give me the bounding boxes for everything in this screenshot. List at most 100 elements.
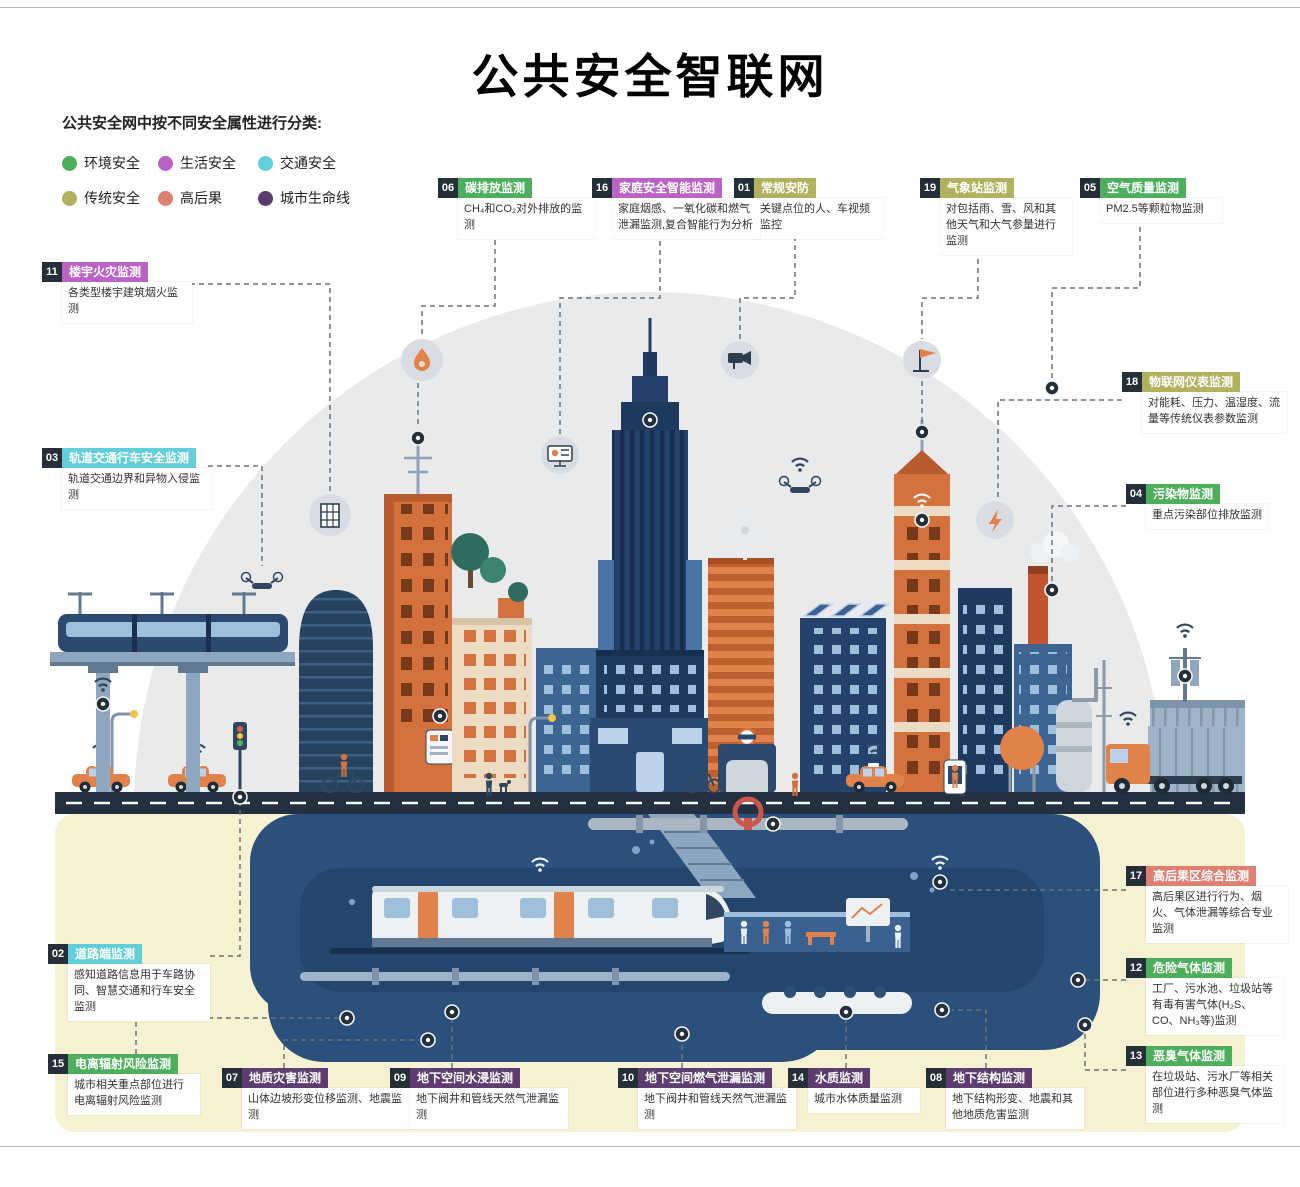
callout-title: 危险气体监测 [1146, 958, 1233, 978]
callout-number: 14 [788, 1068, 808, 1088]
escalator [648, 814, 756, 898]
callout-body: 地下阀井和管线天然气泄漏监测 [410, 1088, 568, 1129]
bicycle [684, 774, 722, 794]
buried-pipe [300, 968, 730, 985]
callout-body: 高后果区进行行为、烟火、气体泄漏等综合专业监测 [1146, 886, 1288, 943]
weather-vane-icon [903, 341, 941, 379]
trees [451, 533, 506, 588]
callout-title: 高后果区综合监测 [1146, 866, 1257, 886]
power-gauge-icon [976, 501, 1014, 539]
callout-number: 03 [42, 448, 62, 468]
callout-body: 重点污染部位排放监测 [1146, 504, 1268, 529]
legend-label: 生活安全 [180, 155, 236, 171]
callout-body: 对包括雨、雪、风和其他天气和大气参量进行监测 [940, 198, 1072, 255]
callout-number: 17 [1126, 866, 1146, 886]
callout-title: 气象站监测 [940, 178, 1015, 198]
callout-number: 18 [1122, 372, 1142, 392]
skyline [299, 318, 1245, 792]
olive-dot-icon [62, 190, 77, 206]
callout-number: 19 [920, 178, 940, 198]
salmon-dot-icon [158, 190, 173, 206]
callout-number: 05 [1080, 178, 1100, 198]
callout-body: 关键点位的人、车视频监控 [754, 198, 884, 239]
street-furniture [110, 710, 556, 792]
callout-body: 城市相关重点部位进行电离辐射风险监测 [68, 1074, 200, 1115]
callout-title: 地下结构监测 [946, 1068, 1033, 1088]
bubbles [349, 839, 935, 905]
callout-body: 各类型楼宇建筑烟火监测 [62, 282, 192, 323]
legend-item-life: 生活安全 [158, 153, 258, 173]
callout-number: 13 [1126, 1046, 1146, 1066]
callout-title: 常规安防 [754, 178, 817, 198]
callout-body: 工厂、污水池、垃圾站等有毒有害气体(H₂S、CO、NH₃等)监测 [1146, 978, 1284, 1035]
callout-body: 地下阀井和管线天然气泄漏监测 [638, 1088, 796, 1129]
callout-title: 污染物监测 [1146, 484, 1221, 504]
callout-number: 01 [734, 178, 754, 198]
dog [499, 780, 511, 792]
callout-number: 04 [1126, 484, 1146, 504]
callout-body: 在垃圾站、污水厂等相关部位进行多种恶臭气体监测 [1146, 1066, 1284, 1123]
callout-number: 02 [48, 944, 68, 964]
callout-body: 城市水体质量监测 [808, 1088, 920, 1113]
legend-item-traditional: 传统安全 [62, 188, 158, 208]
screen-icon [541, 436, 579, 474]
callout-body: CH₄和CO₂对外排放的监测 [458, 198, 596, 239]
callout-body: 对能耗、压力、温湿度、流量等传统仪表参数监测 [1142, 392, 1287, 433]
truck [1106, 726, 1242, 794]
green-dot-icon [62, 155, 77, 171]
streetlight [110, 712, 130, 792]
callout-title: 物联网仪表监测 [1142, 372, 1241, 392]
callout-body: PM2.5等颗粒物监测 [1100, 198, 1222, 223]
orange-tower [384, 440, 455, 792]
page-title: 公共安全智联网 [471, 50, 829, 103]
top-rule [0, 7, 1300, 8]
callout-number: 08 [926, 1068, 946, 1088]
bottom-rule [0, 1146, 1300, 1147]
callout-body: 轨道交通边界和异物入侵监测 [62, 468, 212, 509]
callout-body: 地下结构形变、地震和其他地质危害监测 [946, 1088, 1084, 1129]
callout-title: 空气质量监测 [1100, 178, 1187, 198]
callout-number: 10 [618, 1068, 638, 1088]
legend: 公共安全网中按不同安全属性进行分类: 环境安全 生活安全 交通安全 传统安全 高… [62, 112, 368, 208]
cyan-dot-icon [258, 155, 273, 171]
callout-title: 恶臭气体监测 [1146, 1046, 1233, 1066]
callout-title: 家庭安全智能监测 [612, 178, 723, 198]
legend-label: 交通安全 [280, 155, 336, 171]
legend-item-environment: 环境安全 [62, 153, 158, 173]
legend-item-lifeline: 城市生命线 [258, 188, 368, 208]
legend-item-traffic: 交通安全 [258, 153, 368, 173]
callout-body: 家庭烟感、一氧化碳和燃气泄漏监测,复合智能行为分析 [612, 198, 760, 239]
subway-platform [724, 898, 910, 952]
callout-title: 道路端监测 [68, 944, 143, 964]
legend-label: 城市生命线 [280, 190, 350, 206]
legend-label: 高后果 [180, 190, 222, 206]
sensor-node [95, 696, 111, 712]
callout-title: 楼宇火灾监测 [62, 262, 149, 282]
callout-title: 地下空间燃气泄漏监测 [638, 1068, 773, 1088]
wind-turbine-icon [722, 504, 768, 560]
monorail [50, 592, 295, 792]
navy-building [958, 588, 1012, 792]
callout-number: 15 [48, 1054, 68, 1074]
callout-title: 地质灾害监测 [242, 1068, 329, 1088]
central-skyscraper [590, 318, 710, 792]
callout-number: 07 [222, 1068, 242, 1088]
surface-gas-pipe [588, 796, 908, 833]
cctv-camera-icon [721, 341, 759, 379]
smartphone-device [943, 759, 967, 795]
water-pool [762, 986, 912, 1014]
subway-entrance [718, 727, 776, 792]
